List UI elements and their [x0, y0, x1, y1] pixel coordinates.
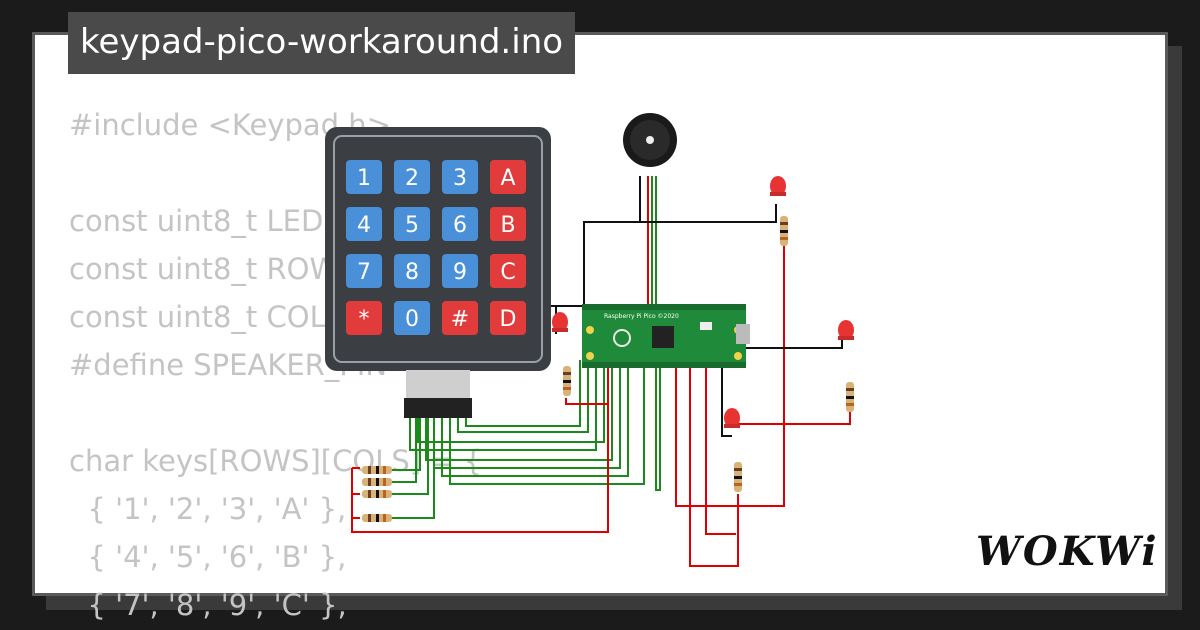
key-d[interactable]: D	[490, 301, 526, 335]
key-label: 4	[357, 213, 371, 238]
resistor[interactable]	[846, 382, 854, 412]
resistor[interactable]	[362, 514, 392, 522]
key-label: 3	[453, 166, 467, 191]
resistor[interactable]	[362, 490, 392, 498]
code-line: { '7', '8', '9', 'C' },	[69, 588, 347, 622]
key-7[interactable]: 7	[346, 254, 382, 288]
wokwi-logo: WOKWi	[976, 528, 1159, 575]
key-label: 7	[357, 260, 371, 285]
resistor[interactable]	[362, 466, 392, 474]
key-label: A	[500, 166, 515, 191]
resistor[interactable]	[780, 216, 788, 246]
key-label: #	[451, 307, 469, 332]
key-label: 5	[405, 213, 419, 238]
key-8[interactable]: 8	[394, 254, 430, 288]
key-1[interactable]: 1	[346, 160, 382, 194]
key-4[interactable]: 4	[346, 207, 382, 241]
key-label: C	[500, 260, 515, 285]
key-label: 6	[453, 213, 467, 238]
key-label: 8	[405, 260, 419, 285]
key-label: D	[500, 307, 517, 332]
key-2[interactable]: 2	[394, 160, 430, 194]
resistor[interactable]	[362, 478, 392, 486]
resistor[interactable]	[563, 366, 571, 396]
led-3[interactable]	[838, 320, 854, 340]
key-hash[interactable]: #	[442, 301, 478, 335]
code-background: #include <Keypad.h> const uint8_t LED co…	[69, 101, 482, 629]
led-4[interactable]	[724, 408, 740, 428]
code-line: const uint8_t COL	[69, 300, 326, 334]
key-label: 2	[405, 166, 419, 191]
key-b[interactable]: B	[490, 207, 526, 241]
key-5[interactable]: 5	[394, 207, 430, 241]
led-2[interactable]	[770, 176, 786, 196]
key-a[interactable]: A	[490, 160, 526, 194]
code-line: const uint8_t LED	[69, 204, 324, 238]
led-1[interactable]	[552, 312, 568, 332]
project-title: keypad-pico-workaround.ino	[68, 12, 576, 74]
buzzer[interactable]	[623, 113, 677, 167]
key-label: 0	[405, 307, 419, 332]
key-c[interactable]: C	[490, 254, 526, 288]
key-label: 9	[453, 260, 467, 285]
key-star[interactable]: *	[346, 301, 382, 335]
code-line: { '4', '5', '6', 'B' },	[69, 540, 347, 574]
pico-board[interactable]: Raspberry Pi Pico ©2020	[582, 304, 750, 368]
wires	[351, 176, 851, 567]
key-label: *	[359, 307, 370, 332]
key-label: 1	[357, 166, 371, 191]
key-label: B	[500, 213, 515, 238]
key-6[interactable]: 6	[442, 207, 478, 241]
key-0[interactable]: 0	[394, 301, 430, 335]
keypad[interactable]: 1 2 3 A 4 5 6 B 7 8 9 C * 0 # D	[325, 127, 551, 418]
keypad-connector	[404, 370, 472, 418]
board-label: Raspberry Pi Pico ©2020	[604, 313, 679, 320]
key-9[interactable]: 9	[442, 254, 478, 288]
code-line: { '1', '2', '3', 'A' },	[69, 492, 347, 526]
key-3[interactable]: 3	[442, 160, 478, 194]
resistor[interactable]	[734, 462, 742, 492]
